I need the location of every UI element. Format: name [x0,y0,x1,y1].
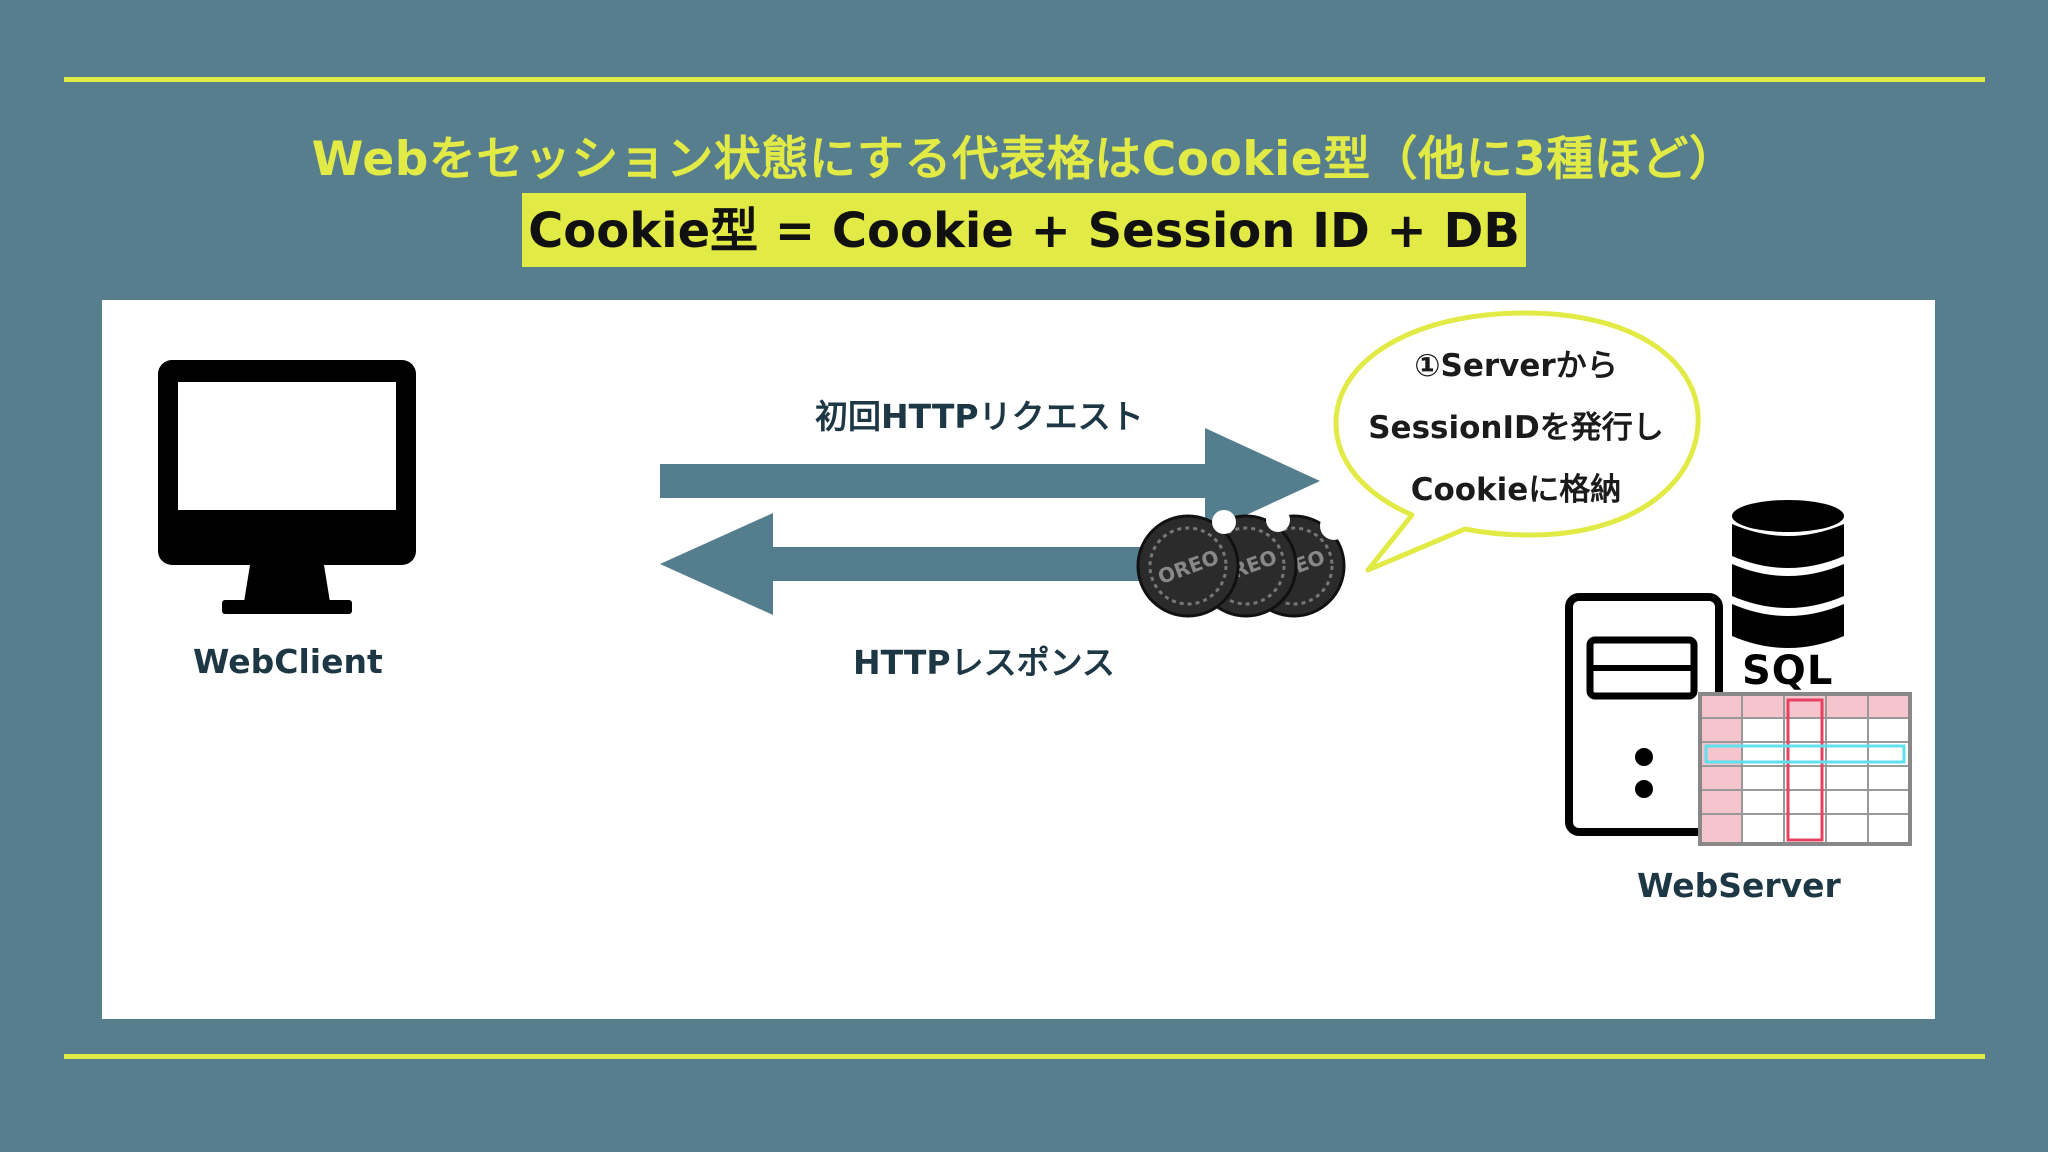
page-title: Webをセッション状態にする代表格はCookie型（他に3種ほど） [311,132,1737,187]
client-label: WebClient [193,642,383,681]
request-arrow [660,428,1320,534]
bubble-line-3: Cookieに格納 [1410,472,1622,508]
top-divider [64,77,1985,82]
table-grid-icon [1698,692,1912,846]
desktop-monitor-icon [158,360,416,614]
cookie-icon: OREO OREO OREO [1136,508,1348,618]
subtitle-highlight: Cookie型 = Cookie + Session ID + DB [522,193,1526,267]
bottom-divider [64,1054,1985,1059]
bubble-line-2: SessionIDを発行し [1368,410,1664,446]
subtitle-container: Cookie型 = Cookie + Session ID + DB [0,193,2048,267]
server-label: WebServer [1637,866,1841,905]
server-tower-icon [1565,593,1723,836]
database-icon [1732,500,1844,648]
request-label: 初回HTTPリクエスト [815,397,1144,436]
response-arrow [660,513,1200,615]
sql-label: SQL [1742,648,1834,694]
response-label: HTTPレスポンス [853,643,1115,682]
speech-bubble [1333,310,1701,573]
bubble-line-1: ①Serverから [1414,348,1618,384]
